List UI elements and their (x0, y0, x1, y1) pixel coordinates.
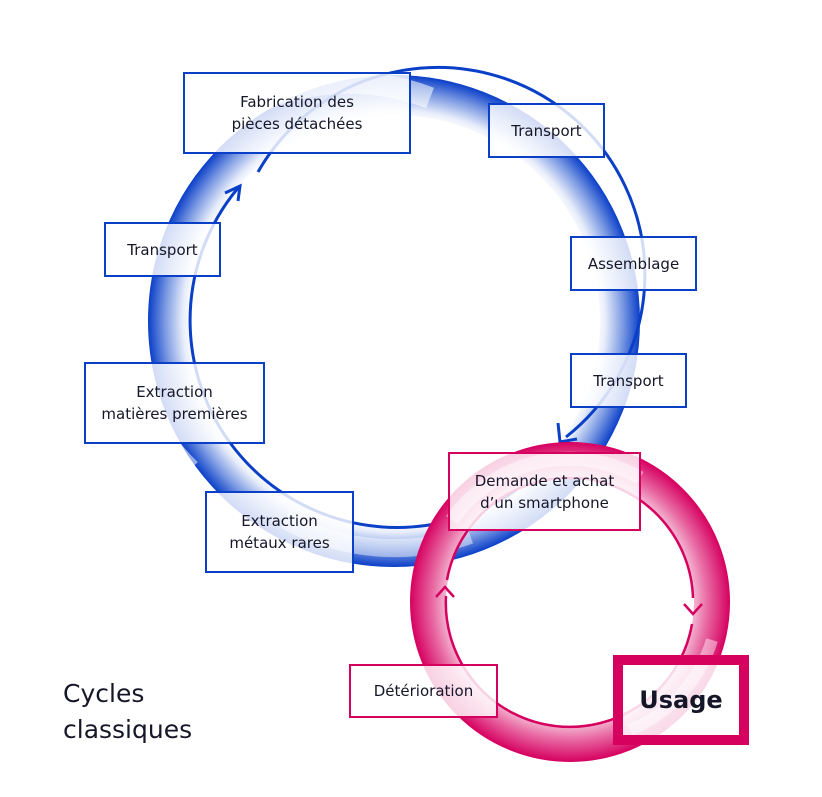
step-extraction-matieres-premieres: Extraction matières premières (84, 362, 265, 444)
diagram-caption: Cycles classiques (63, 679, 193, 744)
pink-arrow-icon (435, 585, 455, 598)
step-deterioration: Détérioration (349, 664, 498, 718)
step-transport-1: Transport (488, 103, 605, 158)
pink-arrow-icon (683, 603, 703, 616)
blue-arrow-icon (224, 183, 242, 202)
step-extraction-metaux-rares: Extraction métaux rares (205, 491, 354, 573)
step-transport-2: Transport (570, 353, 687, 408)
step-fabrication-pieces: Fabrication des pièces détachées (183, 72, 411, 154)
step-transport-3: Transport (104, 222, 221, 277)
step-demande-achat: Demande et achat d’un smartphone (448, 452, 641, 531)
step-usage: Usage (613, 655, 749, 745)
blue-arrow-icon (556, 422, 578, 444)
step-assemblage: Assemblage (570, 236, 697, 291)
